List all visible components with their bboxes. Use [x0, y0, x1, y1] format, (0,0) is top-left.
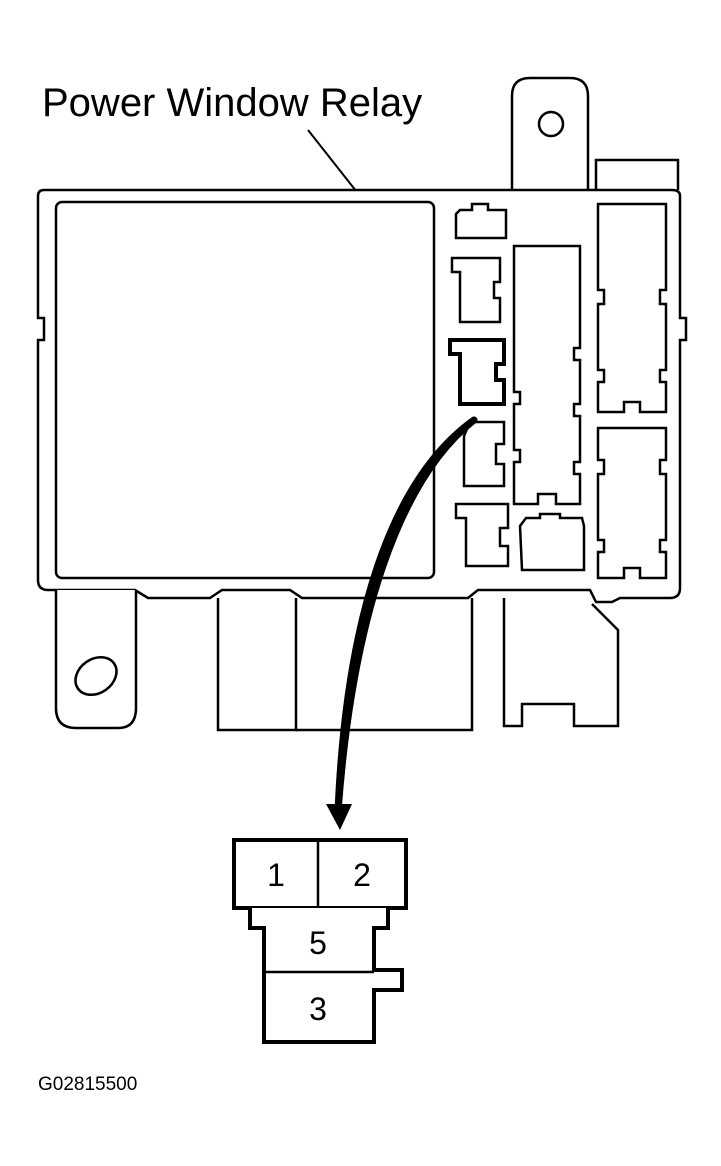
junction-block — [36, 76, 688, 732]
tall-relay-slot-center — [512, 244, 582, 506]
connector-lower-body — [248, 908, 404, 1044]
relay-slot-3 — [462, 420, 506, 488]
large-compartment — [54, 200, 436, 580]
relay-connector-face — [232, 838, 408, 1044]
fuse-slot-top — [454, 202, 508, 240]
pin-3-label: 3 — [309, 991, 327, 1027]
power-window-relay-slot — [448, 338, 506, 406]
housing-step — [594, 158, 680, 190]
relay-slot-4 — [454, 502, 510, 568]
pin-1-label: 1 — [267, 857, 285, 893]
tall-relay-slot-lower-right — [596, 426, 668, 580]
oval-mounting-hole — [74, 655, 118, 697]
arrowhead — [326, 804, 352, 830]
pointer-arrow — [326, 416, 478, 830]
fuse-slot-small — [518, 512, 586, 572]
relay-slot-1 — [450, 256, 502, 324]
tall-relay-slot-upper-right — [596, 202, 668, 414]
bottom-extension-center — [296, 598, 474, 732]
mounting-hole — [537, 110, 565, 138]
connector-top-row — [232, 838, 408, 910]
bottom-extension-right — [502, 598, 620, 728]
figure-code: G02815500 — [38, 1074, 137, 1095]
pin-5-label: 5 — [309, 925, 327, 961]
bottom-extension-left — [216, 598, 298, 732]
pin-2-label: 2 — [353, 857, 371, 893]
callout-label: Power Window Relay — [42, 81, 422, 125]
